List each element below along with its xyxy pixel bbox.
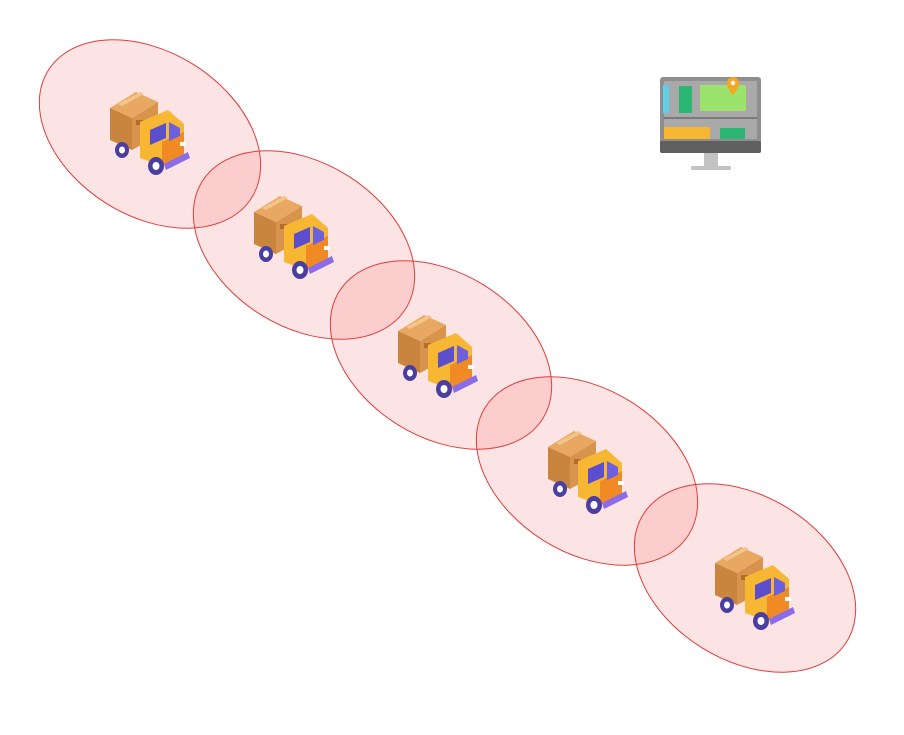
tracking-monitor-icon <box>660 77 761 170</box>
